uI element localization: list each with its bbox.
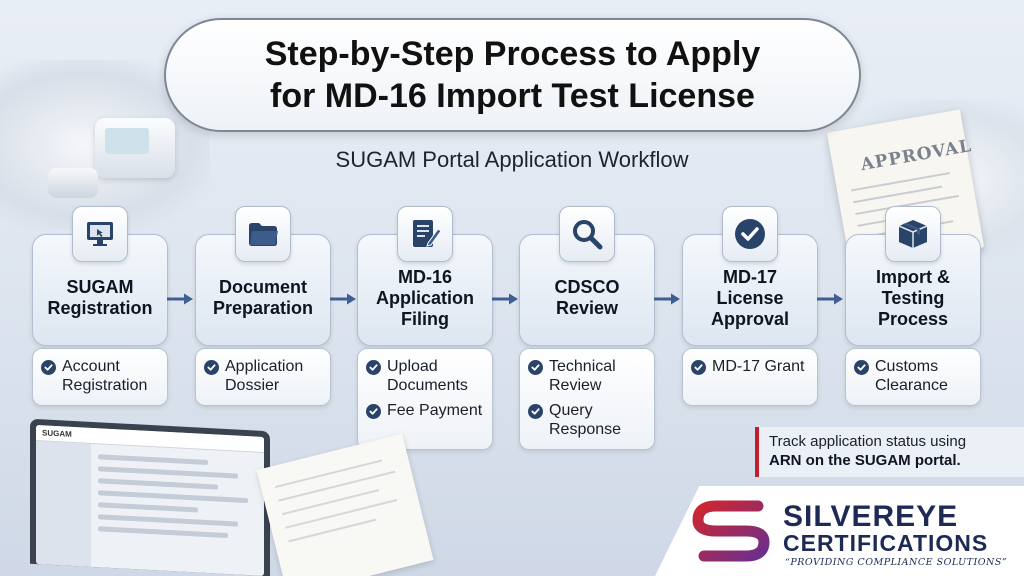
step-title-line: Approval <box>710 308 789 329</box>
step-icon-box <box>722 206 778 262</box>
step-title-line: MD-17 <box>722 266 777 287</box>
page-title: Step-by-Step Process to Apply for MD-16 … <box>265 33 761 117</box>
step-icon-box <box>397 206 453 262</box>
arrow-right-icon <box>167 293 193 305</box>
step-title-line: Import & <box>876 266 950 287</box>
step-details: MD-17 Grant <box>682 348 818 406</box>
title-line-1: Step-by-Step Process to Apply <box>264 35 761 73</box>
step-details: Customs Clearance <box>845 348 981 406</box>
step-icon-box <box>235 206 291 262</box>
step-detail-item: Customs Clearance <box>854 357 974 395</box>
step-detail-text: Query Response <box>549 402 622 438</box>
step-detail-text: Application Dossier <box>225 358 304 394</box>
subtitle: SUGAM Portal Application Workflow <box>335 147 689 172</box>
brand-subname: CERTIFICATIONS <box>783 530 989 556</box>
arrow-right-icon <box>817 293 843 305</box>
track-note-line-2: ARN on the SUGAM portal. <box>769 452 961 469</box>
check-circle-icon <box>204 360 219 375</box>
step-title-line: Testing <box>881 287 945 308</box>
step-icon-box <box>72 206 128 262</box>
step-detail-text: Upload Documents <box>387 358 468 394</box>
step-detail-text: Customs Clearance <box>875 358 948 394</box>
step-detail-text: Technical Review <box>549 358 616 394</box>
step-detail-text: Fee Payment <box>387 402 483 419</box>
package-icon <box>898 220 928 248</box>
step-detail-item: MD-17 Grant <box>691 357 811 376</box>
title-line-2: for MD-16 Import Test License <box>270 77 755 115</box>
check-circle-icon <box>528 360 543 375</box>
step-detail-item: Fee Payment <box>366 401 486 420</box>
title-banner: Step-by-Step Process to Apply for MD-16 … <box>164 18 861 132</box>
step-icon-box <box>559 206 615 262</box>
step-title-line: CDSCO <box>554 277 620 297</box>
silvereye-logo-icon <box>692 500 770 562</box>
step-title-line: SUGAM <box>66 277 134 297</box>
check-circle-icon <box>366 360 381 375</box>
step-details: Application Dossier <box>195 348 331 406</box>
step-detail-item: Application Dossier <box>204 357 324 395</box>
check-circle-icon <box>41 360 56 375</box>
step-detail-item: Query Response <box>528 401 648 439</box>
track-note-line-1: Track application status using <box>769 433 967 450</box>
step-detail-text: MD-17 Grant <box>712 358 805 375</box>
check-circle-icon <box>691 360 706 375</box>
step-detail-item: Account Registration <box>41 357 161 395</box>
step-detail-item: Technical Review <box>528 357 648 395</box>
brand-tagline: “PROVIDING COMPLIANCE SOLUTIONS” <box>785 557 1008 568</box>
arrow-right-icon <box>654 293 680 305</box>
step-title-line: MD-16 <box>397 266 452 287</box>
computer-icon <box>87 222 113 246</box>
checkmark-icon <box>735 219 765 249</box>
track-status-note: Track application status using ARN on th… <box>755 427 1024 477</box>
magnifier-icon <box>573 220 603 250</box>
arrow-right-icon <box>492 293 518 305</box>
brand-name: SILVEREYE <box>783 500 959 533</box>
step-title-line: Document <box>218 277 307 297</box>
medical-device-image <box>48 168 98 198</box>
step-detail-item: Upload Documents <box>366 357 486 395</box>
step-detail-text: Account Registration <box>62 358 148 394</box>
check-circle-icon <box>854 360 869 375</box>
step-title-line: Application <box>376 287 474 308</box>
step-title-line: Review <box>555 298 619 318</box>
check-circle-icon <box>528 404 543 419</box>
step-icon-box <box>885 206 941 262</box>
step-title-line: Preparation <box>212 298 314 318</box>
folder-icon <box>249 223 278 246</box>
approval-paper-image <box>256 433 434 576</box>
check-circle-icon <box>366 404 381 419</box>
step-title-line: Filing <box>401 308 449 329</box>
step-title-line: License <box>716 287 784 308</box>
step-title-line: Registration <box>47 298 153 318</box>
blood-pressure-monitor-image <box>95 118 175 178</box>
laptop-sugam-portal-image: SUGAM <box>30 418 270 576</box>
arrow-right-icon <box>330 293 356 305</box>
step-title-line: Process <box>877 308 949 329</box>
form-edit-icon <box>413 220 442 247</box>
step-details: Account Registration <box>32 348 168 406</box>
